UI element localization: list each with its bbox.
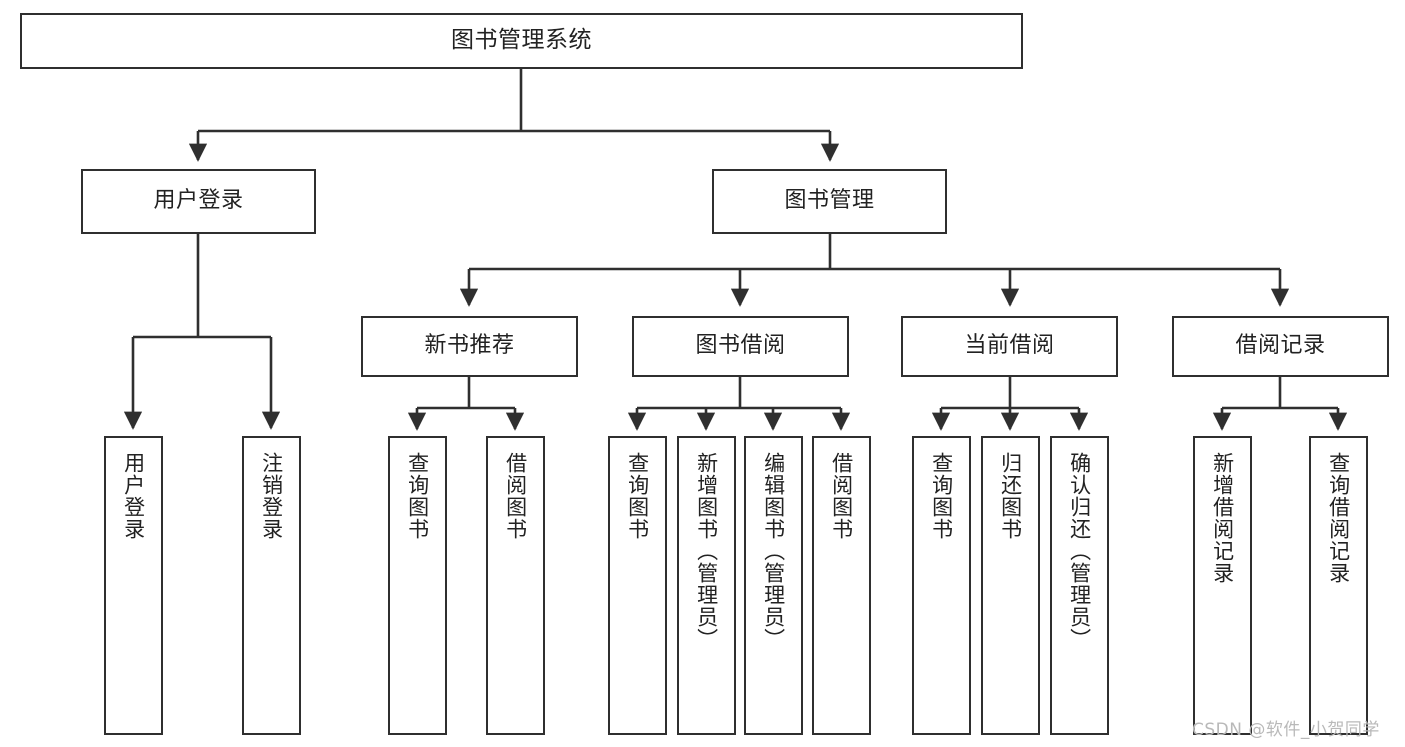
node-root[interactable]: 图书管理系统	[20, 13, 1023, 69]
node-book-management[interactable]: 图书管理	[712, 169, 947, 234]
leaf-query-book-borrow[interactable]: 查询图书	[608, 436, 667, 735]
leaf-borrow-book-label: 借阅图书	[829, 452, 854, 540]
node-new-book-recommend[interactable]: 新书推荐	[361, 316, 578, 377]
leaf-confirm-return-admin-label: 确认归还（管理员）	[1067, 452, 1092, 650]
node-new-book-recommend-label: 新书推荐	[424, 333, 515, 359]
leaf-borrow-book-recommend-label: 借阅图书	[503, 452, 528, 540]
leaf-add-borrow-record[interactable]: 新增借阅记录	[1193, 436, 1252, 735]
leaf-return-book[interactable]: 归还图书	[981, 436, 1040, 735]
csdn-watermark: CSDN @软件_小贺同学	[1192, 720, 1380, 740]
leaf-query-book-recommend[interactable]: 查询图书	[388, 436, 447, 735]
leaf-query-book-current-label: 查询图书	[929, 452, 954, 540]
leaf-user-login[interactable]: 用户登录	[104, 436, 163, 735]
leaf-return-book-label: 归还图书	[998, 452, 1023, 540]
leaf-add-borrow-record-label: 新增借阅记录	[1210, 452, 1235, 584]
leaf-edit-book-admin-label: 编辑图书（管理员）	[761, 452, 786, 650]
leaf-query-borrow-record[interactable]: 查询借阅记录	[1309, 436, 1368, 735]
leaf-edit-book-admin[interactable]: 编辑图书（管理员）	[744, 436, 803, 735]
node-book-borrow-label: 图书借阅	[695, 333, 786, 359]
leaf-query-book-borrow-label: 查询图书	[625, 452, 650, 540]
leaf-user-login-label: 用户登录	[121, 452, 146, 540]
leaf-logout-label: 注销登录	[259, 452, 284, 540]
node-root-label: 图书管理系统	[451, 27, 592, 54]
node-book-management-label: 图书管理	[784, 188, 875, 214]
leaf-query-book-recommend-label: 查询图书	[405, 452, 430, 540]
leaf-borrow-book[interactable]: 借阅图书	[812, 436, 871, 735]
leaf-borrow-book-recommend[interactable]: 借阅图书	[486, 436, 545, 735]
node-borrow-record-label: 借阅记录	[1235, 333, 1326, 359]
leaf-logout[interactable]: 注销登录	[242, 436, 301, 735]
leaf-add-book-admin[interactable]: 新增图书（管理员）	[677, 436, 736, 735]
node-book-borrow[interactable]: 图书借阅	[632, 316, 849, 377]
node-current-borrow[interactable]: 当前借阅	[901, 316, 1118, 377]
node-user-login-label: 用户登录	[153, 188, 244, 214]
node-user-login[interactable]: 用户登录	[81, 169, 316, 234]
node-current-borrow-label: 当前借阅	[964, 333, 1055, 359]
leaf-confirm-return-admin[interactable]: 确认归还（管理员）	[1050, 436, 1109, 735]
leaf-query-book-current[interactable]: 查询图书	[912, 436, 971, 735]
leaf-add-book-admin-label: 新增图书（管理员）	[694, 452, 719, 650]
leaf-query-borrow-record-label: 查询借阅记录	[1326, 452, 1351, 584]
node-borrow-record[interactable]: 借阅记录	[1172, 316, 1389, 377]
